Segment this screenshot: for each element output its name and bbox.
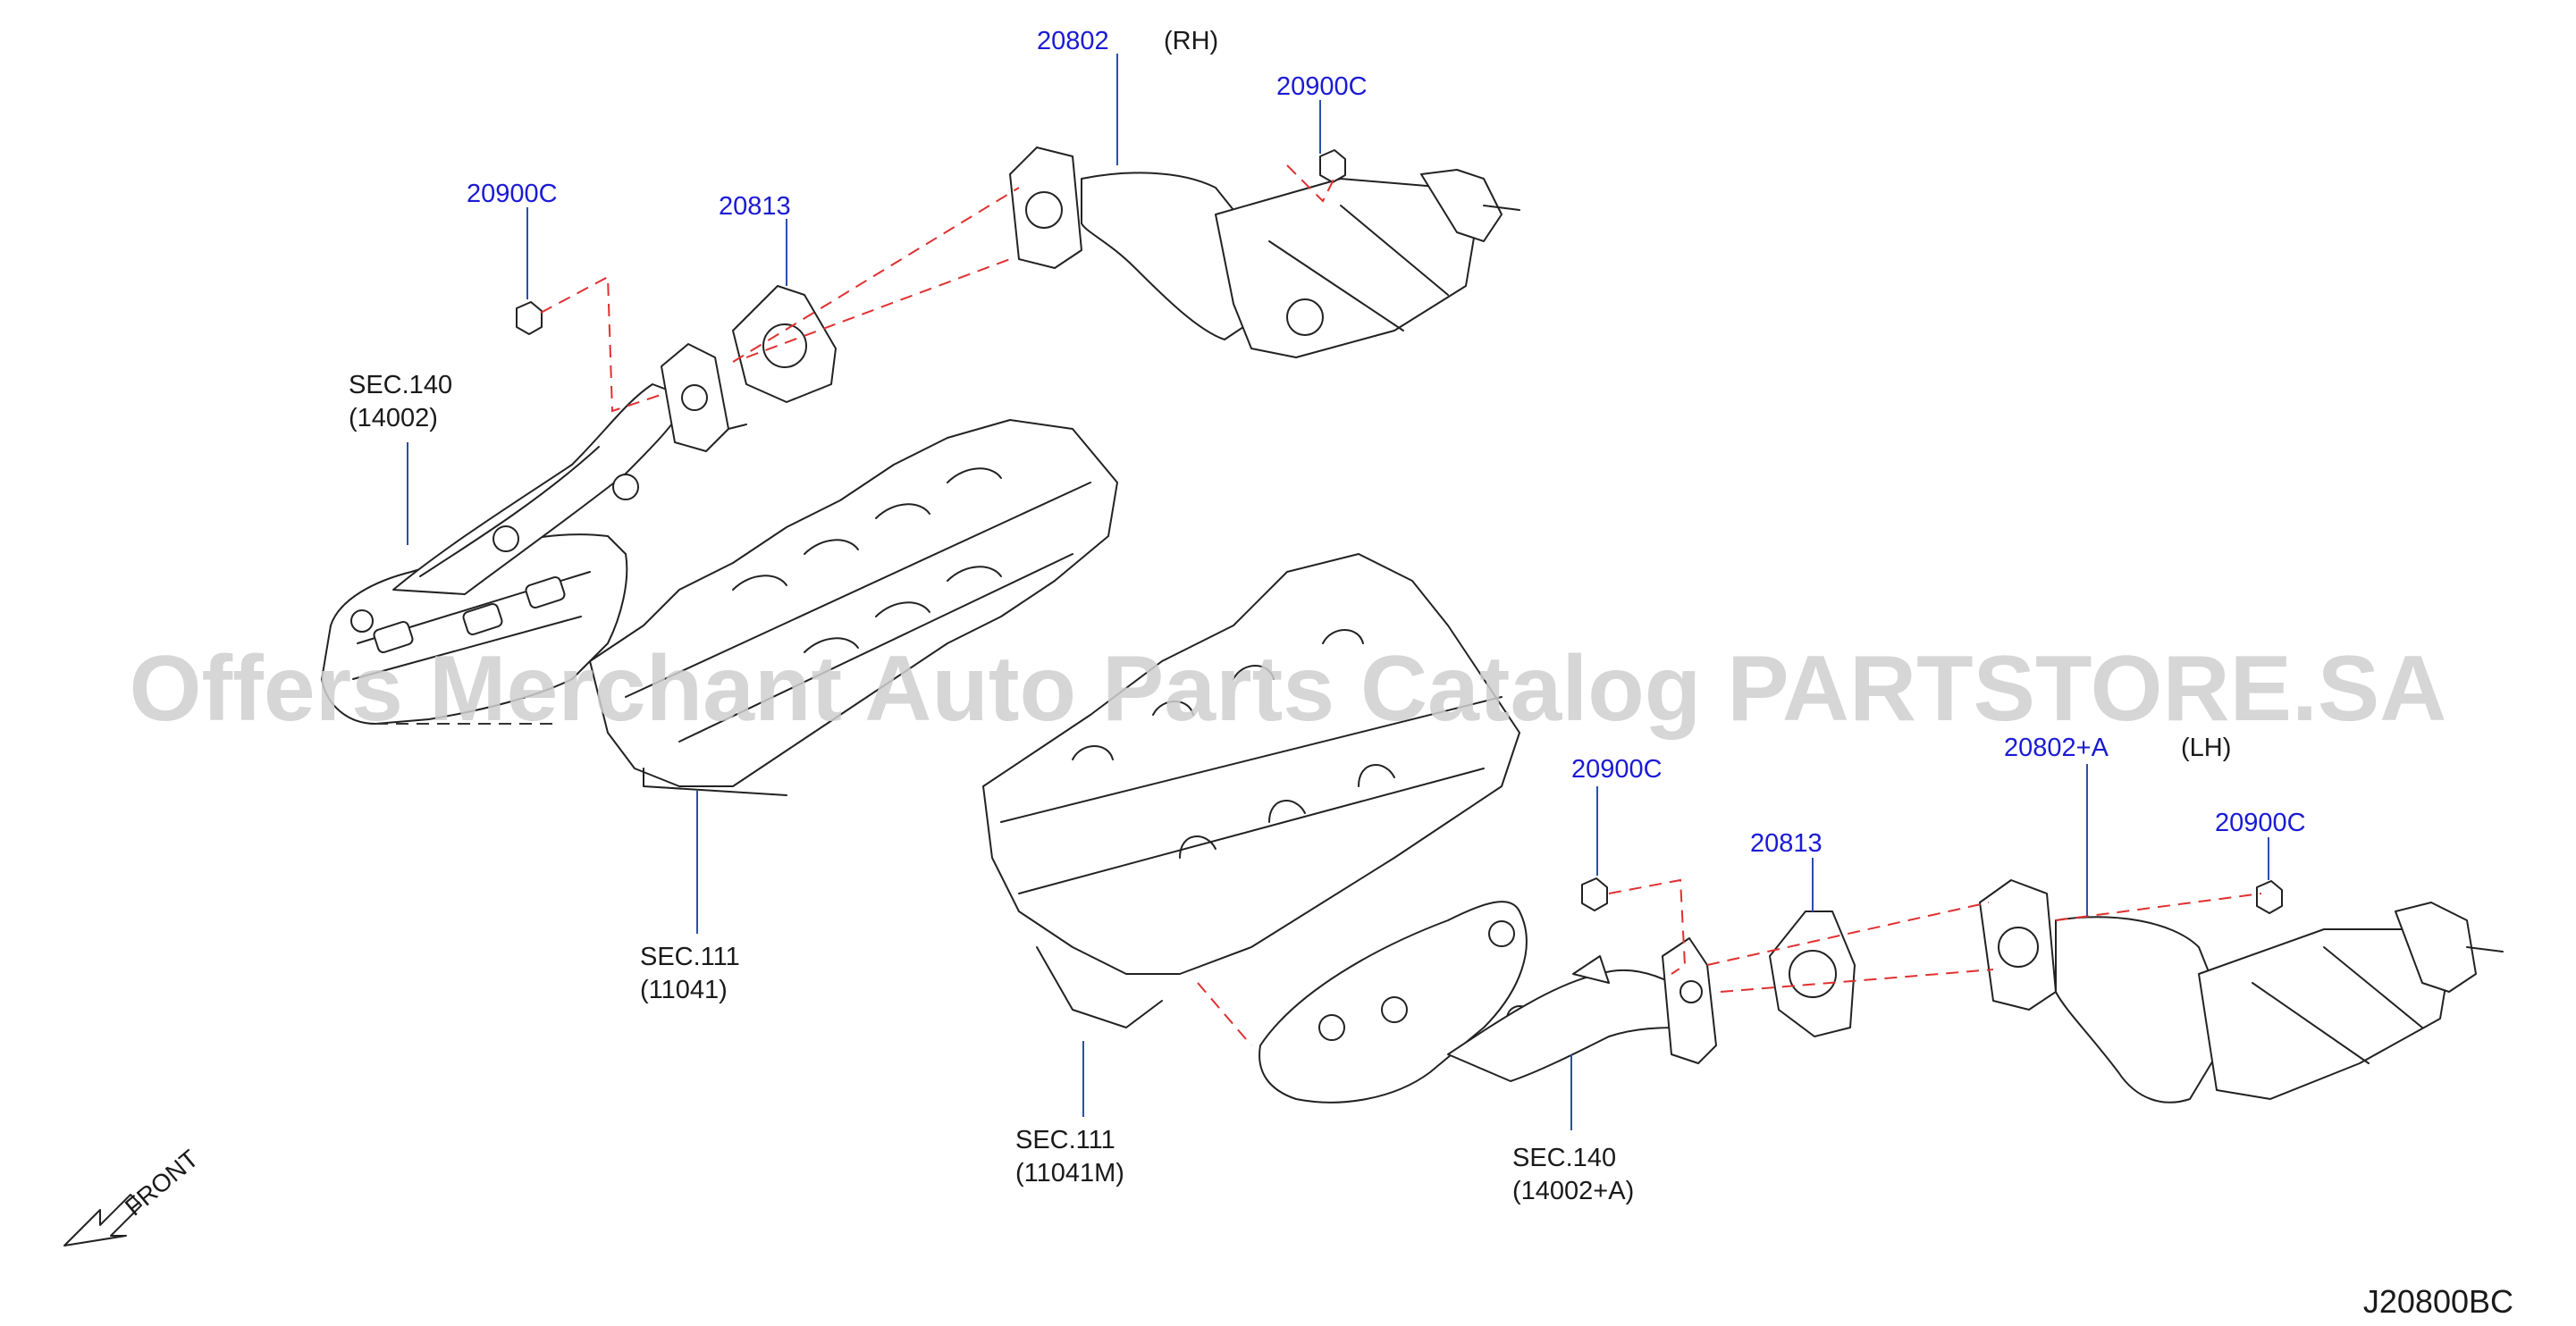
lh-nut-right-drawing — [2256, 880, 2283, 914]
part-label-lh-converter[interactable]: 20802+A — [2004, 734, 2109, 762]
part-label-lh-gasket[interactable]: 20813 — [1750, 829, 1823, 858]
rh-catalytic-converter-drawing — [1009, 147, 1520, 358]
part-label-lh-nut-left[interactable]: 20900C — [1571, 755, 1663, 784]
lh-cylinder-head-drawing — [982, 553, 1520, 1046]
sec-label-rh-head-line1: SEC.111 — [640, 943, 740, 971]
front-label: FRONT — [120, 1145, 204, 1221]
rh-gasket-drawing — [732, 285, 837, 403]
lh-nut-left-drawing — [1581, 877, 1608, 911]
watermark-text: Offers Merchant Auto Parts Catalog PARTS… — [130, 637, 2447, 741]
lh-assembly-lines — [1608, 878, 2262, 993]
leader-lines — [407, 54, 2269, 1130]
part-label-rh-nut-top[interactable]: 20900C — [1276, 72, 1368, 101]
rh-assembly-lines — [540, 164, 1337, 413]
sec-label-rh-manifold-line1: SEC.140 — [349, 371, 452, 399]
front-direction-arrow — [63, 1194, 142, 1246]
part-label-rh-converter[interactable]: 20802 — [1037, 27, 1109, 55]
part-label-lh-nut-right[interactable]: 20900C — [2215, 809, 2306, 837]
sec-label-rh-head-line2: (11041) — [640, 976, 728, 1004]
reference-code: J20800BC — [2363, 1283, 2513, 1320]
side-label-lh: (LH) — [2181, 734, 2231, 762]
sec-label-lh-manifold-line1: SEC.140 — [1512, 1144, 1616, 1172]
lh-gasket-drawing — [1769, 911, 1856, 1037]
side-label-rh: (RH) — [1164, 27, 1218, 55]
rh-cylinder-head-drawing — [589, 419, 1118, 796]
sec-label-lh-manifold-line2: (14002+A) — [1512, 1177, 1634, 1205]
part-label-rh-gasket[interactable]: 20813 — [719, 192, 791, 221]
lh-exhaust-manifold-drawing — [1259, 901, 1717, 1104]
rh-nut-left-drawing — [516, 301, 543, 335]
sec-label-lh-head-line1: SEC.111 — [1015, 1126, 1115, 1154]
sec-label-rh-manifold-line2: (14002) — [349, 404, 438, 432]
rh-nut-top-drawing — [1319, 149, 1346, 183]
lh-catalytic-converter-drawing — [1979, 879, 2504, 1104]
rh-exhaust-manifold-drawing — [321, 343, 747, 725]
sec-label-lh-head-line2: (11041M) — [1015, 1159, 1124, 1188]
part-label-rh-nut-left[interactable]: 20900C — [467, 180, 558, 208]
